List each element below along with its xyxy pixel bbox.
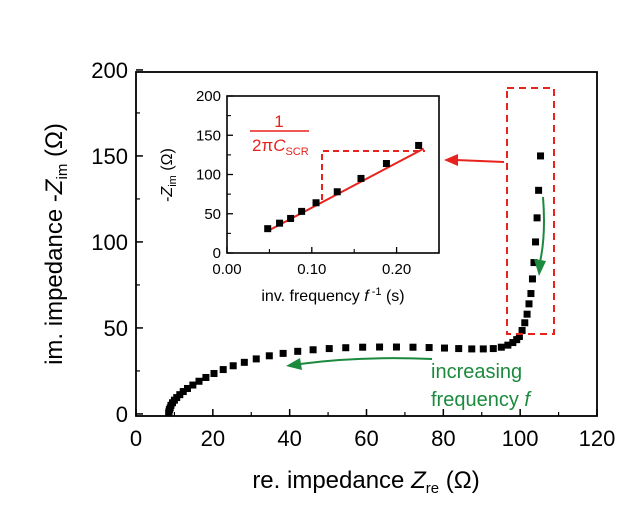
main-data-point	[342, 344, 350, 352]
main-data-point	[359, 343, 367, 351]
main-y-tick-label: 200	[91, 58, 128, 83]
main-y-tick-label: 0	[116, 402, 128, 427]
inset-y-ticks: 0 50 100 150 200	[196, 88, 233, 262]
inset-y-tick-label: 150	[196, 127, 221, 144]
main-data-point	[309, 346, 317, 354]
green-arrow-horizontal	[286, 357, 433, 370]
main-data-point	[468, 345, 476, 353]
red-arrow	[444, 154, 505, 166]
inset-data-point	[382, 160, 390, 168]
main-data-point	[515, 333, 523, 341]
main-data-point	[518, 327, 526, 335]
inset-data-point	[264, 225, 272, 233]
main-data-point	[183, 384, 191, 392]
main-data-point	[527, 290, 535, 298]
main-x-tick-label: 80	[431, 426, 455, 451]
inset-y-tick-label: 200	[196, 88, 221, 105]
inset-plot: 0.00 0.10 0.20 0 50 100 150 200 1 2πCSCR inv. …	[159, 88, 440, 305]
highlight-box	[506, 87, 555, 335]
inset-x-ticks: 0.00 0.10 0.20	[212, 247, 440, 278]
main-x-tick-label: 100	[502, 426, 539, 451]
main-data-point	[229, 362, 237, 370]
increasing-label: increasing	[431, 361, 522, 383]
main-data-point	[409, 343, 417, 351]
main-data-point	[523, 310, 531, 318]
main-data-point	[535, 186, 543, 194]
main-y-tick-label: 150	[91, 144, 128, 169]
main-data-point	[252, 355, 260, 363]
main-data-point	[521, 319, 529, 327]
main-data-point	[440, 344, 448, 352]
main-data-point	[509, 339, 517, 347]
svg-text:1: 1	[274, 112, 283, 131]
main-data-point	[489, 345, 497, 353]
inset-y-axis-title: -Zim (Ω)	[159, 148, 179, 202]
main-data-point	[530, 259, 538, 267]
inset-data-point	[298, 207, 306, 215]
main-data-point	[210, 370, 218, 378]
main-y-ticks: 0 50 100 150 200	[91, 58, 143, 427]
main-data-point	[279, 349, 287, 357]
inset-x-axis-title: inv. frequency f -1 (s)	[261, 286, 404, 305]
main-data-points	[165, 152, 545, 417]
inset-x-tick-label: 0.20	[382, 261, 411, 278]
green-arrow-vertical	[534, 196, 546, 276]
main-data-point	[528, 275, 536, 283]
main-data-point	[202, 373, 210, 381]
main-data-point	[376, 343, 384, 351]
main-data-point	[479, 345, 487, 353]
main-x-tick-label: 0	[130, 426, 142, 451]
inset-x-tick-label: 0.10	[297, 261, 326, 278]
main-x-axis-title: re. impedance Zre (Ω)	[252, 467, 479, 497]
main-data-point	[294, 347, 302, 355]
main-data-point	[240, 358, 248, 366]
main-data-point	[325, 345, 333, 353]
inset-data-point	[333, 188, 341, 196]
main-data-point	[532, 238, 540, 246]
main-data-point	[525, 300, 533, 308]
inset-plot-frame	[226, 95, 440, 254]
main-data-point	[219, 366, 227, 374]
inset-data-point	[415, 141, 423, 149]
inset-data-points	[264, 141, 423, 233]
inset-y-tick-label: 0	[213, 245, 221, 262]
frequency-label: frequency f	[431, 389, 532, 411]
main-x-ticks: 0 20 40 60 80 100 120	[130, 409, 615, 451]
main-x-tick-label: 120	[579, 426, 616, 451]
main-data-point	[392, 343, 400, 351]
main-y-tick-label: 100	[91, 230, 128, 255]
inset-data-point	[287, 214, 295, 222]
main-y-tick-label: 50	[104, 316, 128, 341]
inset-data-point	[357, 174, 365, 182]
main-data-point	[497, 343, 505, 351]
main-data-point	[537, 152, 545, 160]
inset-data-point	[276, 219, 284, 227]
main-data-point	[455, 345, 463, 353]
main-x-tick-label: 40	[277, 426, 301, 451]
inset-y-tick-label: 100	[196, 167, 221, 184]
svg-text:2πCSCR: 2πCSCR	[252, 136, 309, 158]
main-data-point	[504, 341, 512, 349]
main-y-axis-title: im. impedance -Zim (Ω)	[41, 123, 71, 365]
main-data-point	[189, 381, 197, 389]
main-data-point	[425, 344, 433, 352]
inset-x-tick-label: 0.00	[212, 261, 241, 278]
main-data-point	[533, 214, 541, 222]
main-x-tick-label: 60	[354, 426, 378, 451]
main-data-point	[265, 352, 273, 360]
main-data-point	[195, 377, 203, 385]
inset-y-tick-label: 50	[204, 206, 221, 223]
main-x-tick-label: 20	[201, 426, 225, 451]
fit-label: 1 2πCSCR	[250, 112, 309, 158]
main-data-point	[179, 388, 187, 396]
inset-data-point	[312, 199, 320, 207]
